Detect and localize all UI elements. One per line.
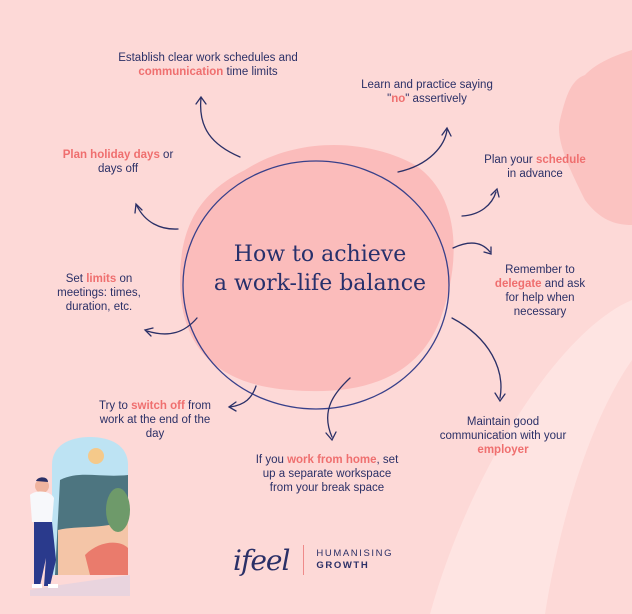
- tagline-line-1: HUMANISING: [316, 548, 394, 559]
- tip-delegate: Remember to delegate and ask for help wh…: [488, 263, 592, 319]
- tip-say-no: Learn and practice saying "no" assertive…: [352, 78, 502, 106]
- tip-text: time limits: [223, 66, 278, 78]
- tip-text: " assertively: [405, 93, 467, 105]
- tip-highlight: communication: [138, 66, 224, 78]
- tip-limits: Set limits on meetings: times, duration,…: [44, 272, 154, 314]
- tip-highlight: employer: [477, 444, 529, 456]
- tip-employer: Maintain good communication with your em…: [428, 415, 578, 457]
- central-blob: [180, 145, 454, 392]
- arrow-schedules: [199, 97, 241, 158]
- light-band-shape: [430, 300, 632, 614]
- tip-text: Learn and practice saying ": [361, 79, 493, 105]
- tip-text: If you: [255, 454, 288, 466]
- central-circle-outline: [182, 160, 450, 410]
- tip-highlight: schedule: [535, 154, 586, 166]
- tip-plan-schedule: Plan your schedule in advance: [480, 153, 590, 181]
- tip-highlight: delegate: [494, 278, 542, 290]
- tip-text: Plan your: [484, 154, 536, 166]
- title-line-2: a work-life balance: [213, 271, 427, 296]
- title-line-1: How to achieve: [233, 242, 407, 267]
- tagline-line-2: GROWTH: [316, 560, 370, 571]
- tip-text: from work at the end of the day: [99, 400, 212, 440]
- person-arch-illustration: [30, 437, 130, 596]
- tip-highlight: limits: [86, 273, 117, 285]
- tip-schedules: Establish clear work schedules and commu…: [118, 51, 298, 79]
- tip-highlight: switch off: [131, 400, 185, 412]
- tip-holiday: Plan holiday days or days off: [58, 148, 178, 176]
- logo-tagline: HUMANISING GROWTH: [316, 548, 393, 572]
- page-title: How to achieve a work-life balance: [190, 240, 450, 298]
- tip-text: and ask for help when necessary: [505, 278, 586, 318]
- tip-text: Establish clear work schedules and: [118, 52, 298, 64]
- tip-text: on meetings: times, duration, etc.: [57, 273, 141, 313]
- tip-highlight: Plan holiday days: [62, 149, 160, 161]
- tip-work-from-home: If you work from home, set up a separate…: [252, 453, 402, 495]
- tip-text: , set up a separate workspace from your …: [262, 454, 399, 494]
- tip-text: or days off: [97, 149, 174, 175]
- logo-wordmark: ifeel: [233, 543, 290, 577]
- tip-highlight: no: [391, 93, 406, 105]
- tip-text: Remember to: [505, 264, 575, 276]
- tip-text: in advance: [507, 168, 563, 180]
- tip-text: Set: [65, 273, 87, 285]
- arrows: [134, 95, 506, 442]
- logo-divider: [303, 545, 305, 575]
- right-blob-shape: [559, 50, 632, 225]
- tip-switch-off: Try to switch off from work at the end o…: [90, 399, 220, 441]
- tip-text: Try to: [98, 400, 132, 412]
- tip-highlight: work from home: [287, 454, 377, 466]
- tip-text: Maintain good communication with your: [439, 416, 567, 442]
- brand-logo: ifeel HUMANISING GROWTH: [233, 540, 393, 580]
